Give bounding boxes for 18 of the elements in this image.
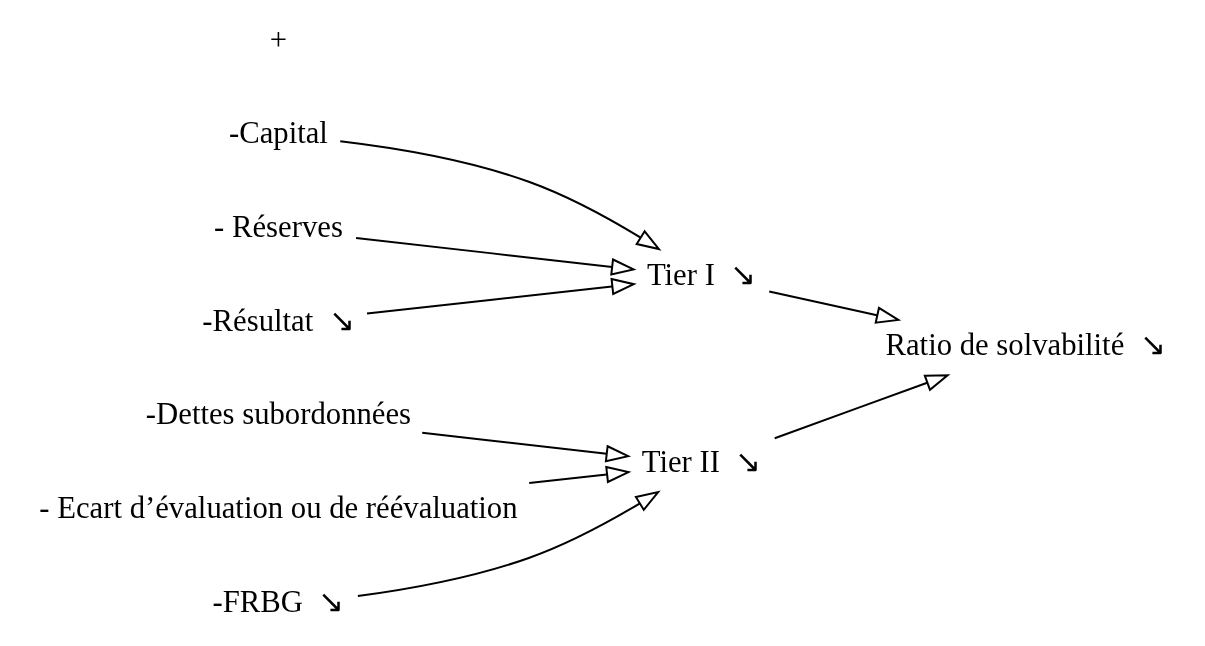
arrow	[421, 431, 632, 463]
arrow	[528, 465, 632, 484]
node-text: - Ecart d’évaluation ou de réévaluation	[39, 491, 518, 526]
arrow	[366, 277, 637, 315]
node-text: -Capital	[229, 116, 328, 151]
node-text: Ratio de solvabilité ↘	[885, 328, 1166, 363]
arrow	[355, 236, 637, 276]
node-text: -Résultat ↘	[202, 303, 355, 338]
arrow	[339, 140, 662, 251]
node-text: -FRBG ↘	[212, 584, 345, 619]
node-text: Tier I ↘	[646, 257, 757, 292]
node-text: Tier II ↘	[641, 444, 762, 479]
arrow	[773, 374, 951, 440]
arrow	[356, 490, 661, 598]
node-text: - Réserves	[214, 210, 343, 244]
node-text: -Dettes subordonnées	[145, 397, 412, 432]
arrow	[768, 290, 902, 324]
label: +	[269, 22, 288, 57]
